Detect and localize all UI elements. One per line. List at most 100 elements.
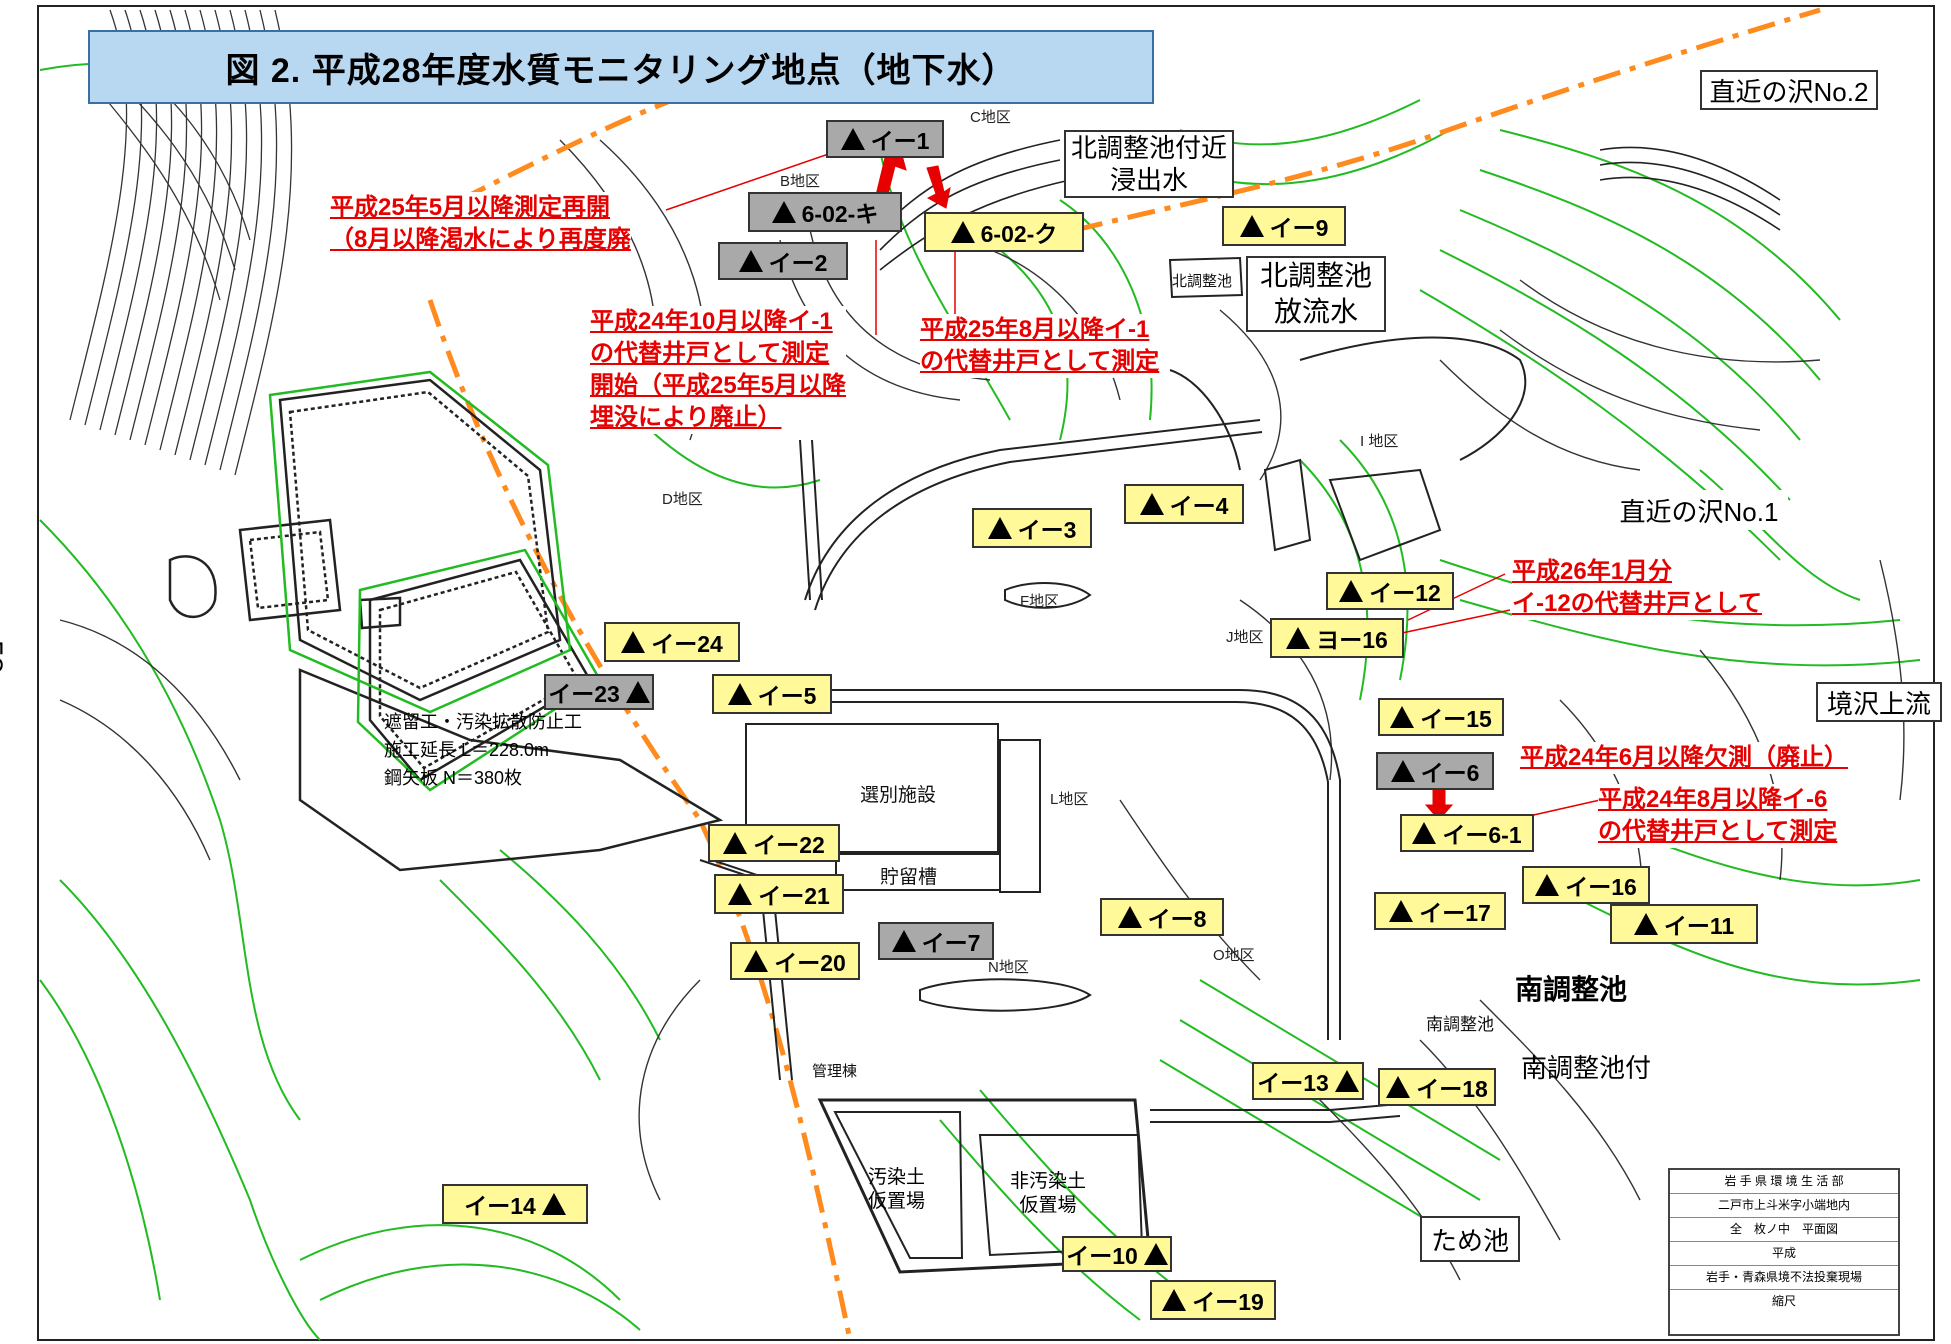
kitachou-outflow-line1: 北調整池 — [1259, 260, 1372, 291]
monitoring-point-i5[interactable]: イー5 — [712, 674, 832, 714]
point-label: 6-02-キ — [801, 201, 879, 227]
monitoring-point-i21[interactable]: イー21 — [714, 874, 844, 914]
sorting-facility-label: 選別施設 — [860, 785, 937, 806]
point-label: イー4 — [1169, 493, 1229, 519]
area-label-b: B地区 — [780, 173, 821, 190]
triangle-icon — [1535, 874, 1560, 896]
point-label: イー23 — [548, 681, 620, 707]
monitoring-point-i17[interactable]: イー17 — [1374, 892, 1506, 930]
area-label-d: D地区 — [662, 491, 703, 508]
point-label: イー24 — [651, 631, 723, 657]
triangle-icon — [840, 128, 865, 150]
monitoring-point-i20[interactable]: イー20 — [730, 942, 860, 980]
kanri-label: 管理棟 — [812, 1063, 858, 1080]
triangle-icon — [891, 930, 916, 952]
triangle-icon — [1390, 706, 1415, 728]
monitoring-point-i22[interactable]: イー22 — [708, 824, 840, 862]
note-i61-replacement: 平成24年8月以降イ-6 の代替井戸として測定 — [1598, 784, 1838, 848]
note-yo16-replacement: 平成26年1月分 イ-12の代替井戸として — [1512, 556, 1762, 620]
monitoring-point-i15[interactable]: イー15 — [1378, 698, 1504, 736]
note-i61-line2: の代替井戸として測定 — [1598, 818, 1838, 845]
monitoring-point-i10[interactable]: イー10 — [1062, 1236, 1172, 1272]
triangle-icon — [1633, 913, 1658, 935]
area-label-j: J地区 — [1226, 629, 1264, 646]
note-i1-line2: （8月以降渇水により再度廃 — [330, 226, 631, 253]
triangle-icon — [1412, 822, 1437, 844]
note-602ki-line2: の代替井戸として測定 — [590, 340, 830, 367]
note-i61-line1: 平成24年8月以降イ-6 — [1598, 786, 1828, 813]
reservoir-label: ため池 — [1420, 1216, 1520, 1262]
monitoring-point-yo16[interactable]: ヨー16 — [1270, 618, 1404, 658]
triangle-icon — [1386, 1076, 1411, 1098]
point-label: イー9 — [1269, 215, 1329, 241]
tblock-location: 二戸市上斗米字小端地内 — [1670, 1194, 1898, 1218]
point-label: イー10 — [1066, 1243, 1138, 1269]
monitoring-point-i19[interactable]: イー19 — [1150, 1280, 1276, 1320]
point-label: イー8 — [1147, 906, 1207, 932]
monitoring-point-i4[interactable]: イー4 — [1124, 484, 1244, 524]
area-label-n: N地区 — [988, 959, 1029, 976]
map-title: 図 2. 平成28年度水質モニタリング地点（地下水） — [88, 30, 1154, 104]
point-label: 6-02-ク — [980, 221, 1058, 247]
triangle-icon — [1339, 580, 1364, 602]
tblock-sheet: 全 枚ノ中 平面図 — [1670, 1218, 1898, 1242]
note-i6-line1: 平成24年6月以降欠測（廃止） — [1520, 744, 1849, 771]
monitoring-point-i1[interactable]: イー1 — [826, 120, 944, 158]
monitoring-point-i8[interactable]: イー8 — [1100, 898, 1224, 936]
kitachou-outflow-label: 北調整池 放流水 — [1246, 256, 1386, 332]
note-602ku-replacement: 平成25年8月以降イ-1 の代替井戸として測定 — [920, 314, 1160, 378]
tblock-site: 岩手・青森県境不法投棄現場 — [1670, 1266, 1898, 1290]
barrier-line2: 施工延長 L＝228.0m — [384, 740, 550, 760]
minami-small-label: 南調整池 — [1426, 1015, 1494, 1034]
point-label: イー3 — [1017, 517, 1077, 543]
point-label: イー7 — [921, 930, 981, 956]
contaminated-soil-yard-label: 汚染土 仮置場 — [868, 1166, 925, 1214]
kitachou-seep-label: 北調整池付近 浸出水 — [1064, 130, 1234, 198]
monitoring-point-602ki[interactable]: 6-02-キ — [748, 192, 902, 232]
triangle-icon — [771, 201, 796, 223]
monitoring-point-i13[interactable]: イー13 — [1252, 1062, 1364, 1100]
monitoring-point-i14[interactable]: イー14 — [442, 1184, 588, 1224]
monitoring-point-i24[interactable]: イー24 — [604, 622, 740, 662]
triangle-icon — [1162, 1289, 1187, 1311]
tblock-dept: 岩 手 県 環 境 生 活 部 — [1670, 1170, 1898, 1194]
monitoring-point-i18[interactable]: イー18 — [1378, 1068, 1496, 1106]
triangle-icon — [1286, 627, 1311, 649]
osen-line2: 仮置場 — [868, 1191, 926, 1212]
point-label: イー6-1 — [1442, 822, 1522, 848]
monitoring-point-i16[interactable]: イー16 — [1522, 866, 1650, 904]
point-label: イー11 — [1663, 913, 1735, 939]
hiosen-line2: 仮置場 — [1019, 1195, 1077, 1216]
point-label: イー15 — [1420, 706, 1492, 732]
non-contaminated-soil-yard-label: 非汚染土 仮置場 — [1010, 1170, 1086, 1218]
roads — [699, 419, 1401, 1123]
triangle-icon — [1389, 900, 1414, 922]
area-label-c: C地区 — [970, 109, 1011, 126]
note-602ki-line4: 埋没により廃止） — [590, 404, 782, 431]
monitoring-point-i6-1[interactable]: イー6-1 — [1400, 814, 1534, 852]
note-i6-abolished: 平成24年6月以降欠測（廃止） — [1520, 742, 1849, 774]
monitoring-point-i2[interactable]: イー2 — [718, 242, 848, 280]
monitoring-point-602ku[interactable]: 6-02-ク — [924, 212, 1084, 252]
triangle-icon — [744, 950, 769, 972]
triangle-icon — [738, 250, 763, 272]
hiosen-line1: 非汚染土 — [1010, 1171, 1087, 1192]
monitoring-point-i7[interactable]: イー7 — [878, 922, 994, 960]
kitachou-seep-line1: 北調整池付近 — [1070, 133, 1227, 163]
south-pond-label: 南調整池 — [1514, 974, 1627, 1005]
area-label-f: F地区 — [1020, 593, 1060, 610]
triangle-icon — [1117, 906, 1142, 928]
note-i1-resumed: 平成25年5月以降測定再開 （8月以降渇水により再度廃 — [330, 192, 631, 256]
monitoring-point-i23[interactable]: イー23 — [544, 674, 654, 710]
monitoring-point-i9[interactable]: イー9 — [1222, 206, 1346, 246]
monitoring-point-i11[interactable]: イー11 — [1610, 904, 1758, 944]
triangle-icon — [625, 681, 650, 703]
note-602ku-line2: の代替井戸として測定 — [920, 348, 1160, 375]
triangle-icon — [727, 683, 752, 705]
monitoring-point-i6[interactable]: イー6 — [1376, 752, 1494, 790]
monitoring-point-i12[interactable]: イー12 — [1326, 572, 1454, 610]
point-label: ヨー16 — [1316, 627, 1388, 653]
point-label: イー1 — [870, 128, 930, 154]
note-602ki-replacement: 平成24年10月以降イ-1 の代替井戸として測定 開始（平成25年5月以降 埋没… — [590, 306, 847, 434]
monitoring-point-i3[interactable]: イー3 — [972, 508, 1092, 548]
